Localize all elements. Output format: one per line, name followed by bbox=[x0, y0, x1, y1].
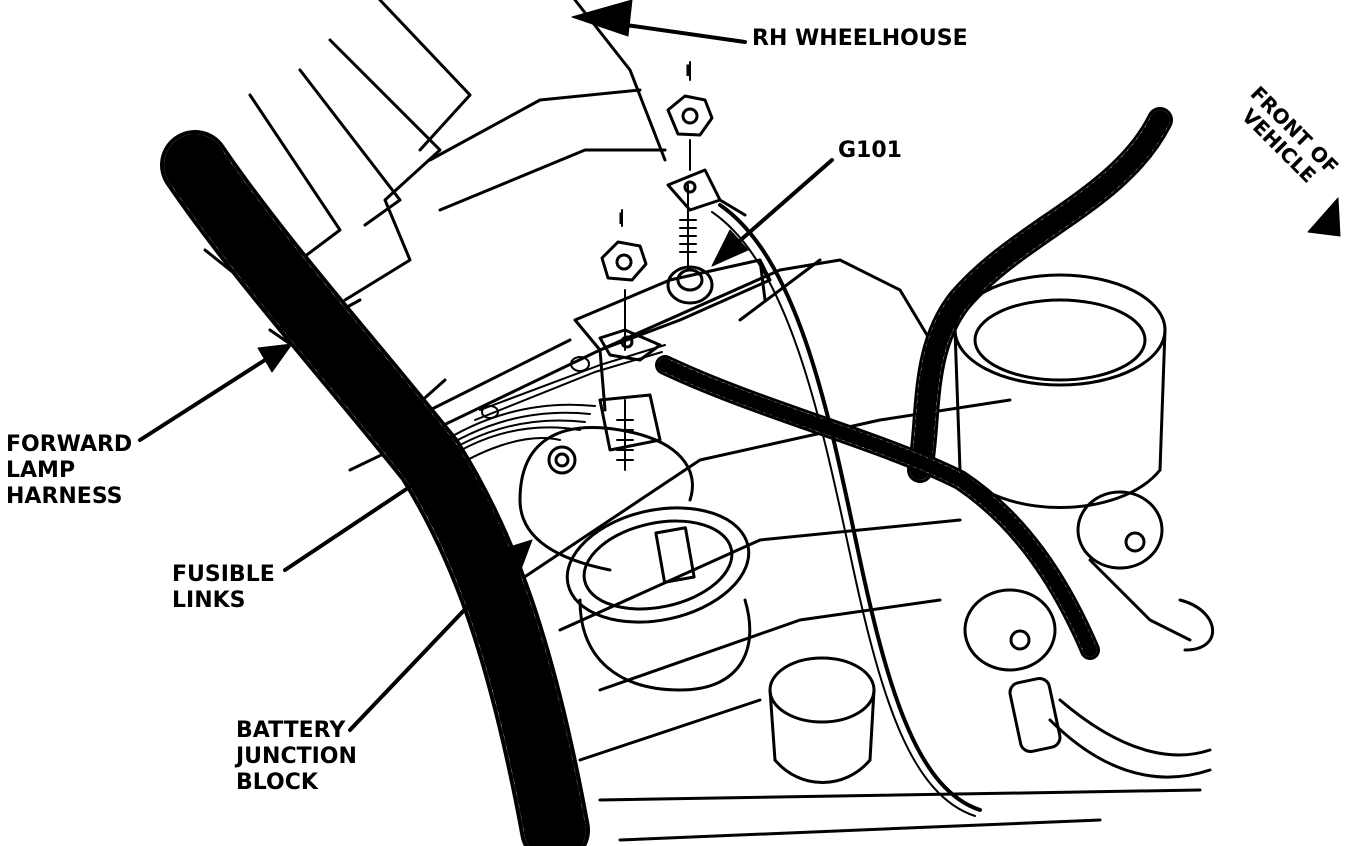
forward-lamp-harness-arrowhead bbox=[257, 343, 293, 373]
battery-junction-block-line-1: BATTERY bbox=[236, 718, 346, 743]
rh-wheelhouse-arrowhead bbox=[571, 0, 633, 37]
right-harness-loom bbox=[907, 107, 1173, 483]
fusible-links-leader bbox=[283, 478, 422, 572]
terminal-clamp-upper bbox=[1076, 490, 1214, 652]
ground-wire bbox=[718, 203, 982, 812]
forward-lamp-harness-leader bbox=[138, 358, 267, 442]
junction-nut bbox=[600, 240, 648, 282]
battery-cable bbox=[655, 355, 1100, 660]
g101-leader bbox=[733, 158, 834, 247]
g101-label: G101 bbox=[838, 138, 902, 163]
nut-marker-2: I bbox=[618, 209, 624, 228]
g101-ground-stud bbox=[666, 168, 747, 305]
battery-junction-block-arrowhead bbox=[499, 539, 533, 573]
battery-cap bbox=[768, 656, 876, 784]
callout-arrows bbox=[138, 0, 1341, 732]
forward-lamp-harness-line-2: LAMP bbox=[6, 458, 76, 483]
fusible-links-line-2: LINKS bbox=[172, 588, 246, 613]
battery-junction-block-line-2: JUNCTION bbox=[236, 744, 357, 769]
fusible-links-label: FUSIBLE LINKS bbox=[172, 562, 275, 614]
fusible-links-line-1: FUSIBLE bbox=[172, 562, 275, 587]
fusible-links-arrowhead bbox=[409, 462, 446, 493]
terminal-clamp-lower bbox=[963, 588, 1212, 779]
forward-lamp-harness-loom bbox=[160, 130, 590, 846]
nut-marker-1: I bbox=[685, 61, 691, 80]
forward-lamp-harness-line-1: FORWARD bbox=[6, 432, 133, 457]
battery-canister bbox=[953, 273, 1167, 509]
front-of-vehicle-arrow bbox=[1307, 197, 1341, 237]
battery-junction-block-label: BATTERY JUNCTION BLOCK bbox=[236, 718, 357, 796]
junction-stud bbox=[598, 289, 662, 471]
forward-lamp-harness-line-3: HARNESS bbox=[6, 484, 123, 509]
battery-body bbox=[348, 258, 1202, 842]
forward-lamp-harness-label: FORWARD LAMP HARNESS bbox=[6, 432, 132, 510]
rh-wheelhouse-label: RH WHEELHOUSE bbox=[752, 26, 968, 51]
g101-arrowhead bbox=[711, 229, 749, 267]
g101-nut bbox=[666, 94, 714, 171]
battery-junction-block-line-3: BLOCK bbox=[236, 770, 318, 795]
battery-junction-block-leader bbox=[348, 560, 512, 732]
